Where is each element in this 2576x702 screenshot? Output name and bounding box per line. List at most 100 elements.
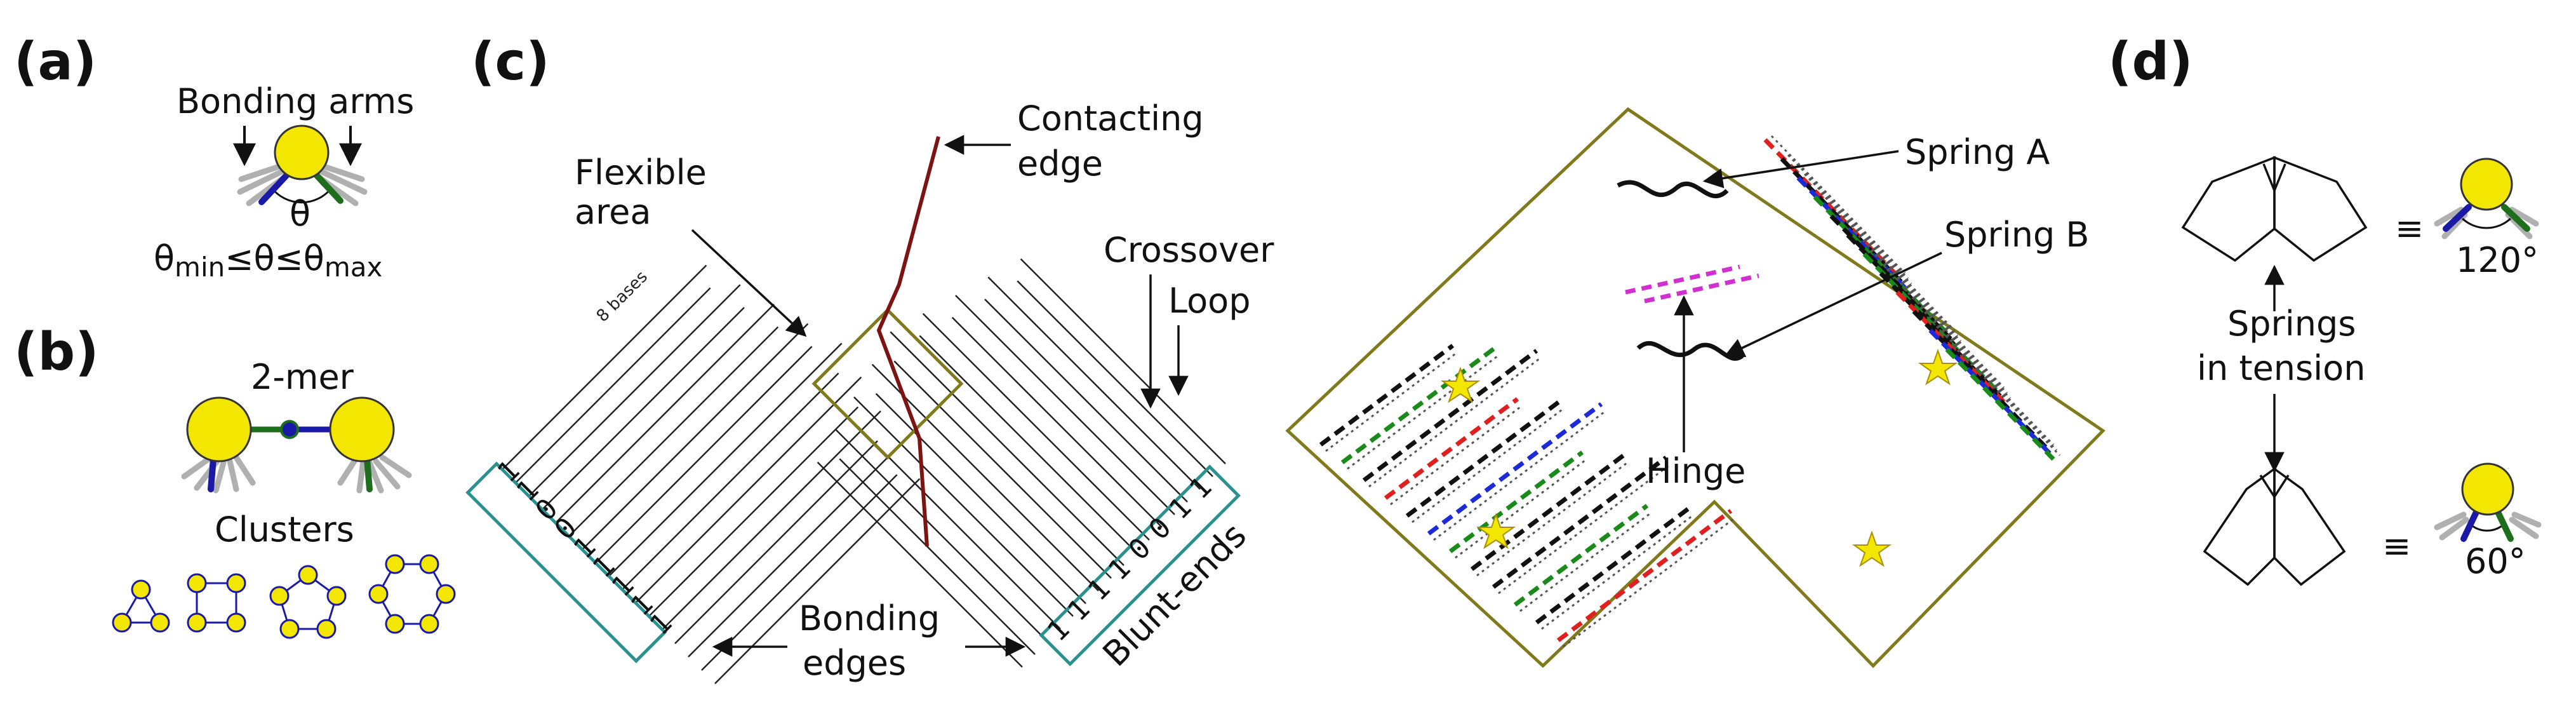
strand-line xyxy=(871,363,1099,591)
particle-60-icon xyxy=(2434,462,2542,542)
helix-strand xyxy=(1362,349,1538,482)
helix-strand-backbone xyxy=(1455,457,1588,559)
contacting-edge-label-1: Contacting xyxy=(1017,98,1204,138)
helix-strand xyxy=(1470,453,1626,571)
strand-line xyxy=(661,410,881,631)
angle-constraint-min: min xyxy=(175,252,225,283)
helix-strand xyxy=(1556,509,1733,642)
strand-line xyxy=(714,478,921,684)
strand-line xyxy=(853,396,1074,617)
strand-line xyxy=(903,370,1112,579)
panel-b-label: (b) xyxy=(14,322,99,382)
strand-line xyxy=(674,450,869,644)
helix-strand-backbone xyxy=(1476,460,1630,577)
helix-strand xyxy=(1862,252,1999,393)
spring-b-arrow xyxy=(1724,252,1942,358)
strand-line xyxy=(994,308,1188,503)
helix-strand-backbone xyxy=(1519,511,1653,612)
springs-label-2: in tension xyxy=(2197,348,2365,388)
particle-120-icon xyxy=(2434,158,2539,240)
strand-line xyxy=(961,326,1163,528)
green-arm-icon xyxy=(311,170,344,204)
strand-line xyxy=(554,304,775,524)
eight-bases-label: 8 bases xyxy=(593,267,651,326)
flexible-area-label-1: Flexible xyxy=(575,152,707,192)
spring-a-icon xyxy=(1617,180,1729,199)
helix-strand xyxy=(1945,348,2055,461)
equiv-top: ≡ xyxy=(2395,208,2424,248)
clusters-label: Clusters xyxy=(215,510,354,550)
strand-line xyxy=(648,415,850,618)
square-cluster-icon xyxy=(187,573,246,633)
strand-line xyxy=(835,429,1048,642)
particle-a xyxy=(237,125,368,206)
strand-cap xyxy=(867,440,878,451)
helix-strand xyxy=(1340,346,1497,464)
contacting-edge-line xyxy=(876,136,940,547)
helix-strand xyxy=(1319,344,1455,447)
strand-line xyxy=(890,331,1124,566)
panel-a-label: (a) xyxy=(14,32,97,92)
strand-cap xyxy=(839,458,850,469)
strand-line xyxy=(848,468,1036,655)
strand-cap xyxy=(801,346,813,357)
helix-strand-backbone xyxy=(1347,353,1500,470)
panel-a: (a) Bonding arms θ θmin≤θ≤θmax xyxy=(14,32,414,283)
strand-line xyxy=(928,344,1137,553)
strand-line xyxy=(514,297,702,484)
bonding-edges-label-2: edges xyxy=(803,643,906,683)
helix-strand xyxy=(1895,290,2006,404)
strand-line xyxy=(987,276,1201,490)
angle-constraint: θmin≤θ≤θmax xyxy=(154,238,382,283)
strand-cap xyxy=(734,307,745,318)
theta-arc-icon xyxy=(270,187,333,204)
flexible-area-label-2: area xyxy=(575,192,651,232)
spring-a-label: Spring A xyxy=(1905,132,2050,172)
helix-strand-backbone xyxy=(1390,404,1523,506)
strand-line xyxy=(955,295,1175,515)
star-icon xyxy=(1440,366,1481,403)
helix-strand-backbone xyxy=(1919,306,2055,446)
contacting-edge-label-2: edge xyxy=(1017,144,1103,184)
strand-cap xyxy=(828,372,839,384)
helix-strand xyxy=(1535,506,1691,624)
helix-strand xyxy=(1763,138,1900,279)
helix-strand-backbone xyxy=(1869,249,2005,389)
helix-strand xyxy=(1492,456,1668,589)
strand-line xyxy=(621,382,830,591)
helix-strand-backbone xyxy=(1803,173,1912,285)
helix-strand xyxy=(1813,195,1950,336)
helix-strand xyxy=(1448,450,1584,553)
helix-strand-backbone xyxy=(1853,230,1962,342)
helix-strands xyxy=(1319,135,2061,648)
strand-line xyxy=(701,483,888,671)
star-icon xyxy=(1852,530,1892,567)
strand-line xyxy=(688,444,901,658)
strand-cap xyxy=(1017,280,1028,292)
star-icon xyxy=(1918,348,1958,386)
helix-strand-backbone xyxy=(1770,135,1906,274)
helix-strand xyxy=(1625,264,1740,295)
helix-strand-backbone xyxy=(1368,356,1542,488)
helix-strand-backbone xyxy=(1541,513,1695,630)
strand-line xyxy=(1020,258,1226,464)
strand-line xyxy=(581,323,809,551)
left-bonding-edge-box xyxy=(465,461,667,663)
spring-b-label: Spring B xyxy=(1944,215,2089,255)
strand-line xyxy=(634,376,862,604)
helix-strand xyxy=(1405,400,1561,518)
strand-cap xyxy=(768,326,779,337)
strand-cap xyxy=(848,406,859,417)
helix-strand xyxy=(1427,402,1603,536)
dimer-icon xyxy=(181,396,412,494)
helix-strand-backbone xyxy=(1498,462,1672,595)
strand-cap xyxy=(700,287,711,299)
hexagon-cluster-icon xyxy=(368,554,456,634)
panel-d-label: (d) xyxy=(2108,32,2193,92)
flexible-area-arrow xyxy=(691,229,807,337)
strand-line xyxy=(867,435,1061,630)
strand-line xyxy=(501,264,707,471)
helix-strand-backbone xyxy=(1325,351,1458,452)
open-shape-120-icon xyxy=(2181,156,2368,262)
